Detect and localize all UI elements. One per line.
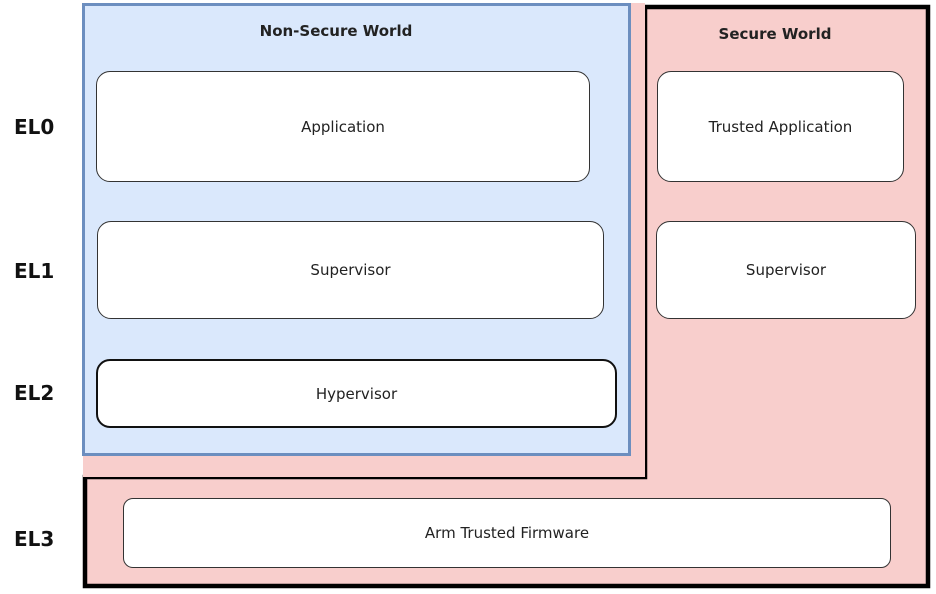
- ns-supervisor-label: Supervisor: [310, 261, 391, 279]
- arm-trusted-firmware-box: Arm Trusted Firmware: [123, 498, 891, 568]
- s-supervisor-label: Supervisor: [745, 261, 827, 279]
- hypervisor-label: Hypervisor: [315, 384, 398, 403]
- el1-label: EL1: [14, 259, 55, 283]
- application-label: Application: [301, 117, 385, 136]
- trusted-application-label: Trusted Application: [708, 117, 853, 136]
- application-box: Application: [96, 71, 590, 182]
- hypervisor-box: Hypervisor: [96, 359, 617, 428]
- el2-label: EL2: [14, 381, 55, 405]
- ns-supervisor-box: Supervisor: [97, 221, 604, 319]
- arm-trusted-firmware-label: Arm Trusted Firmware: [424, 524, 590, 542]
- secure-world-title: Secure World: [718, 25, 832, 43]
- el3-label: EL3: [14, 527, 55, 551]
- trusted-application-box: Trusted Application: [657, 71, 904, 182]
- s-supervisor-box: Supervisor: [656, 221, 916, 319]
- el0-label: EL0: [14, 115, 55, 139]
- non-secure-world-title: Non-Secure World: [259, 22, 413, 40]
